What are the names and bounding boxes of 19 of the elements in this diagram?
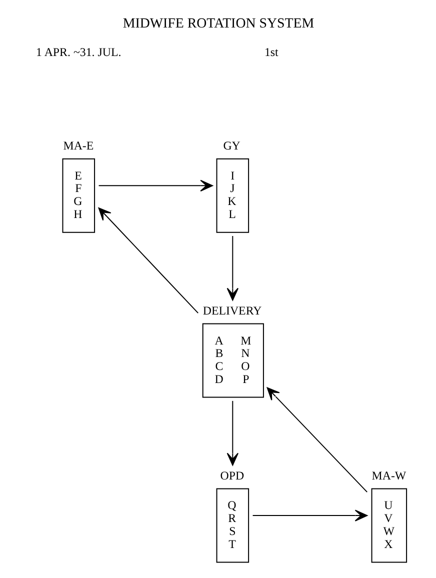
label: 1st bbox=[264, 45, 278, 60]
arrow bbox=[266, 387, 368, 493]
node-label: GY bbox=[222, 138, 240, 152]
node-box: Q R S T bbox=[216, 488, 249, 563]
node-label: DELIVERY bbox=[202, 303, 262, 318]
diagram-title: MIDWIFE ROTATION SYSTEM bbox=[122, 16, 314, 32]
arrow bbox=[226, 236, 238, 301]
node-box: I J K L bbox=[216, 158, 249, 233]
label: 1 APR. ~31. JUL. bbox=[36, 45, 121, 60]
node-label: MA-E bbox=[62, 138, 94, 152]
node-box: A B C D M N O P bbox=[202, 323, 264, 398]
arrow bbox=[98, 180, 213, 192]
node-label: OPD bbox=[220, 468, 244, 482]
node-box: U V W X bbox=[370, 488, 407, 563]
node-label: MA-W bbox=[371, 468, 406, 482]
node-box: E F G H bbox=[62, 158, 95, 233]
arrow bbox=[226, 400, 238, 466]
arrow bbox=[252, 510, 368, 522]
arrow bbox=[98, 207, 198, 314]
